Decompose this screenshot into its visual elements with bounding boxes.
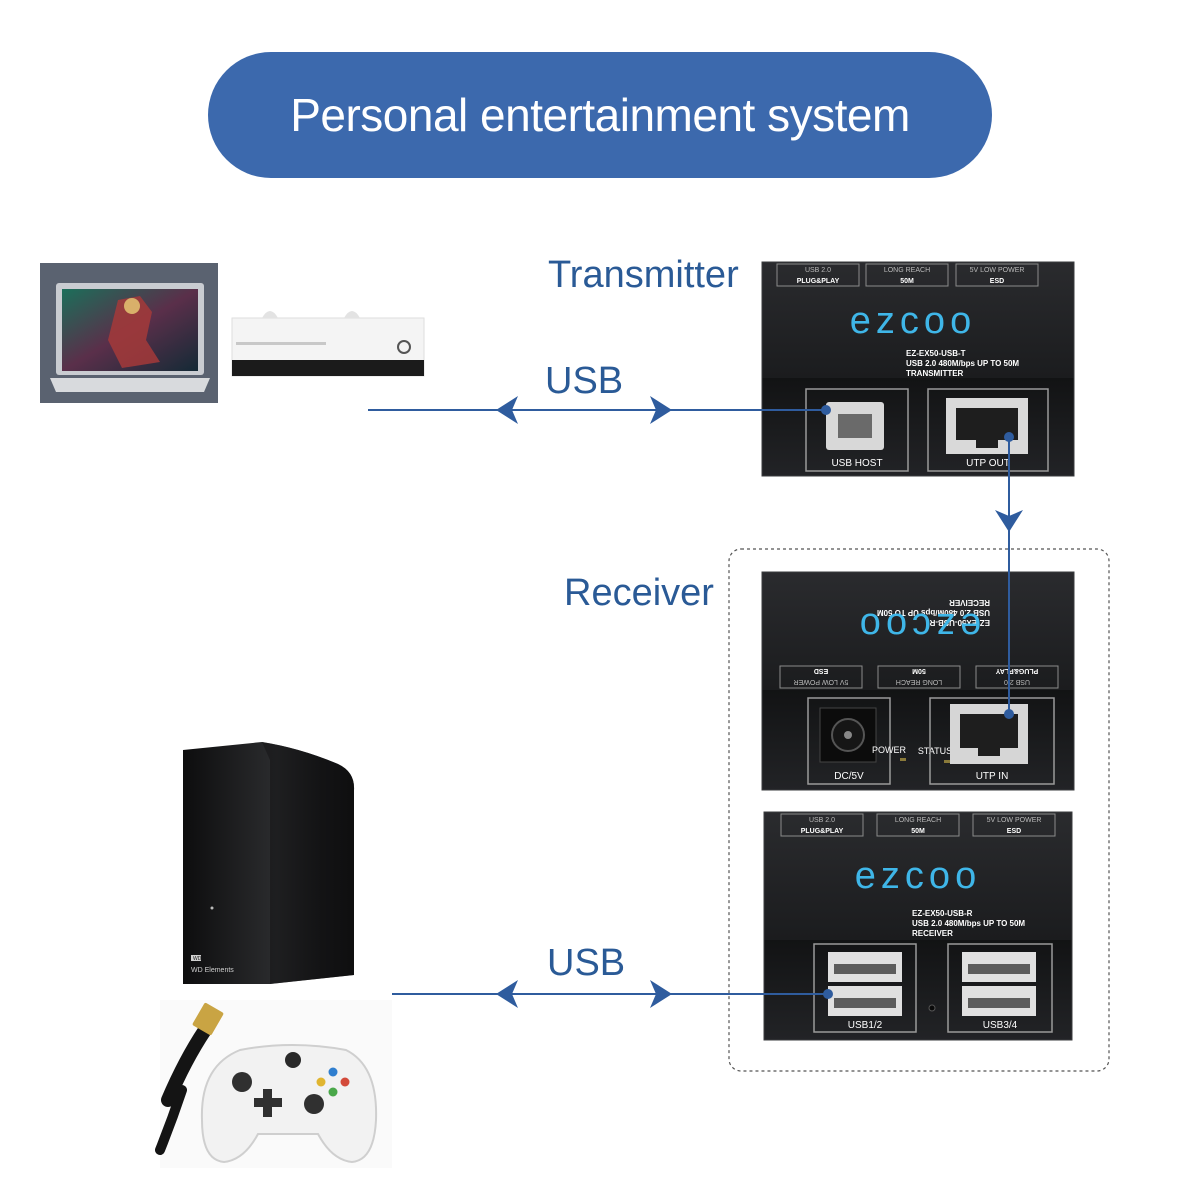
usb34-label: USB3/4 <box>983 1020 1018 1031</box>
rx-rear-badge-3-top: 5V LOW POWER <box>794 678 849 685</box>
power-led-icon <box>900 758 906 761</box>
rx-front-badge-2-bottom: 50M <box>911 828 925 835</box>
rx-front-badge-1-bottom: PLUG&PLAY <box>801 828 844 835</box>
usb-bottom-arrow-left-icon <box>496 980 518 1008</box>
game-console-image <box>231 311 425 377</box>
rx-front-badge-3-top: 5V LOW POWER <box>987 817 1042 824</box>
usb12-port-frame <box>813 943 917 1033</box>
status-led-icon <box>944 760 950 763</box>
rx-rear-role: RECEIVER <box>949 598 990 607</box>
usb-host-label: USB HOST <box>831 458 882 469</box>
tx-model: EZ-EX50-USB-T <box>906 349 966 358</box>
usb34-port-frame <box>947 943 1053 1033</box>
tx-badge-1-top: USB 2.0 <box>805 267 831 274</box>
rx-rear-brand-logo: ezcoo <box>855 605 981 647</box>
receiver-device-rear: EZ-EX50-USB-R USB 2.0 480M/bps UP TO 50M… <box>761 571 1075 791</box>
usb-bottom-arrow-right-icon <box>650 980 672 1008</box>
laptop-image <box>40 263 218 403</box>
rx-rear-model: EZ-EX50-USB-R <box>929 618 990 627</box>
usb-top-arrow-left-icon <box>496 396 518 424</box>
receiver-group-outline <box>728 548 1110 1072</box>
usb-label-top: USB <box>545 360 624 402</box>
usb-bottom-endpoint-dot <box>823 989 833 999</box>
rx-rear-badge-1-top: USB 2.0 <box>1004 678 1030 685</box>
transmitter-device: USB 2.0 PLUG&PLAY LONG REACH 50M 5V LOW … <box>761 261 1075 477</box>
tx-badge-1-bottom: PLUG&PLAY <box>797 278 840 285</box>
dc-port-frame <box>807 697 891 785</box>
tx-badge-2-top: LONG REACH <box>884 267 930 274</box>
usb-label-bottom: USB <box>547 942 626 984</box>
rx-front-badge-2-top: LONG REACH <box>895 817 941 824</box>
utp-arrow-down-icon <box>995 510 1023 532</box>
utp-in-endpoint-dot <box>1004 709 1014 719</box>
hdd-brand: WD <box>193 956 202 962</box>
external-hdd-image: WD WD Elements <box>183 742 355 984</box>
rx-front-model: EZ-EX50-USB-R <box>912 909 973 918</box>
rx-front-spec: USB 2.0 480M/bps UP TO 50M <box>912 919 1025 928</box>
utp-in-port-frame <box>929 697 1055 785</box>
utp-out-port-frame <box>927 388 1049 472</box>
transmitter-badges: USB 2.0 PLUG&PLAY LONG REACH 50M 5V LOW … <box>776 263 1039 287</box>
receiver-label: Receiver <box>564 572 714 614</box>
utp-out-endpoint-dot <box>1004 432 1014 442</box>
rx-front-brand-logo: ezcoo <box>855 855 981 897</box>
usb-top-arrow-right-icon <box>650 396 672 424</box>
tx-badge-2-bottom: 50M <box>900 278 914 285</box>
usb-top-endpoint-dot <box>821 405 831 415</box>
usb-host-port-frame <box>805 388 909 472</box>
power-led-label: POWER <box>872 745 907 755</box>
usb12-label: USB1/2 <box>848 1020 883 1031</box>
rx-rear-badge-1-bottom: PLUG&PLAY <box>995 667 1038 674</box>
rx-front-role: RECEIVER <box>912 929 953 938</box>
rx-rear-badge-3-bottom: ESD <box>814 667 828 674</box>
tx-brand-logo: ezcoo <box>850 300 976 342</box>
hdd-model: WD Elements <box>191 967 234 974</box>
tx-role: TRANSMITTER <box>906 369 964 378</box>
hdd-logo <box>191 955 201 961</box>
title-banner: Personal entertainment system <box>208 52 992 178</box>
utp-in-label: UTP IN <box>976 771 1009 782</box>
transmitter-label: Transmitter <box>548 254 739 296</box>
receiver-device-front: USB 2.0 PLUG&PLAY LONG REACH 50M 5V LOW … <box>763 811 1073 1041</box>
rx-front-badge-3-bottom: ESD <box>1007 828 1021 835</box>
tx-spec: USB 2.0 480M/bps UP TO 50M <box>906 359 1019 368</box>
page-title: Personal entertainment system <box>290 89 910 141</box>
tx-badge-3-bottom: ESD <box>990 278 1004 285</box>
status-led-label: STATUS <box>918 746 952 756</box>
cable-and-controller-image <box>155 1000 392 1168</box>
connection-lines <box>368 396 1023 1008</box>
dc-port-label: DC/5V <box>834 771 864 782</box>
rx-rear-badge-2-bottom: 50M <box>912 667 926 674</box>
hdmi-connector-icon <box>192 1002 224 1036</box>
rx-rear-badge-2-top: LONG REACH <box>896 678 942 685</box>
rx-front-badge-1-top: USB 2.0 <box>809 817 835 824</box>
tx-badge-3-top: 5V LOW POWER <box>970 267 1025 274</box>
utp-out-label: UTP OUT <box>966 458 1010 469</box>
rx-rear-spec: USB 2.0 480M/bps UP TO 50M <box>877 608 990 617</box>
